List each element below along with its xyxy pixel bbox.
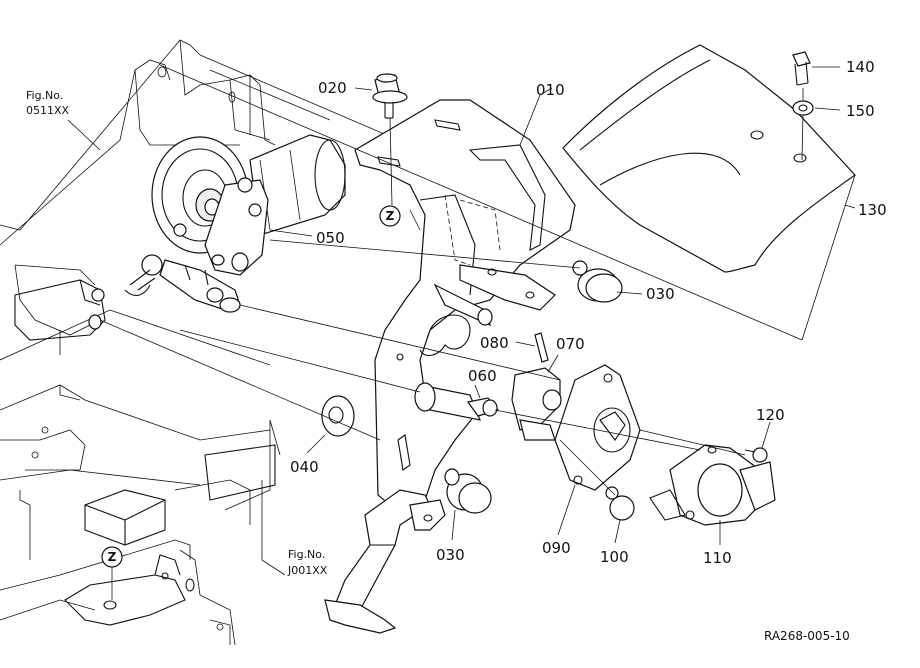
callout-020: 020 xyxy=(318,79,347,97)
figure-ref-bottom-line1: Fig.No. xyxy=(288,548,325,561)
figure-ref-top-left: Fig.No. 0511XX xyxy=(26,89,70,117)
sensor-110 xyxy=(649,444,776,526)
washer-150 xyxy=(792,100,814,116)
callout-030-upper: 030 xyxy=(646,285,675,303)
figure-ref-bottom-middle: Fig.No. J001XX xyxy=(287,548,328,577)
z-marker-lower: Z xyxy=(101,546,123,568)
bolt-140 xyxy=(792,51,811,86)
callout-100: 100 xyxy=(600,548,629,566)
bolt-120 xyxy=(744,447,768,463)
z-marker-lower-label: Z xyxy=(108,550,117,564)
pedal-lever xyxy=(324,283,493,634)
z-marker-upper: Z xyxy=(379,205,401,227)
assembly-lines xyxy=(99,64,856,600)
bolt-100 xyxy=(605,486,635,521)
nut-030-lower xyxy=(444,468,492,514)
leader-lines xyxy=(67,66,856,576)
callout-070: 070 xyxy=(556,335,585,353)
frame-background xyxy=(0,39,411,646)
callout-010: 010 xyxy=(536,81,565,99)
washer-040 xyxy=(321,395,355,437)
callout-110: 110 xyxy=(703,549,732,567)
roll-pin-080 xyxy=(534,332,549,363)
figure-ref-top-left-line2: 0511XX xyxy=(26,104,70,117)
callout-090: 090 xyxy=(542,539,571,557)
motor-actuator-050 xyxy=(124,134,346,313)
bolt-020 xyxy=(372,73,408,119)
pad-130 xyxy=(562,44,856,273)
callout-130: 130 xyxy=(858,201,887,219)
figure-ref-bottom-line2: J001XX xyxy=(287,564,328,577)
callout-040: 040 xyxy=(290,458,319,476)
callout-050: 050 xyxy=(316,229,345,247)
callout-120: 120 xyxy=(756,406,785,424)
drawing-code: RA268-005-10 xyxy=(764,629,850,643)
callout-140: 140 xyxy=(846,58,875,76)
nut-030-upper xyxy=(572,260,623,303)
z-marker-upper-label: Z xyxy=(386,209,395,223)
callout-030-lower: 030 xyxy=(436,546,465,564)
callout-080: 080 xyxy=(480,334,509,352)
callout-150: 150 xyxy=(846,102,875,120)
callout-060: 060 xyxy=(468,367,497,385)
callout-labels: 010 020 030 030 040 050 060 070 080 090 … xyxy=(290,58,887,567)
figure-ref-top-left-line1: Fig.No. xyxy=(26,89,63,102)
plate-090 xyxy=(554,364,641,491)
lever-070 xyxy=(511,367,562,441)
pin-060 xyxy=(466,397,500,417)
